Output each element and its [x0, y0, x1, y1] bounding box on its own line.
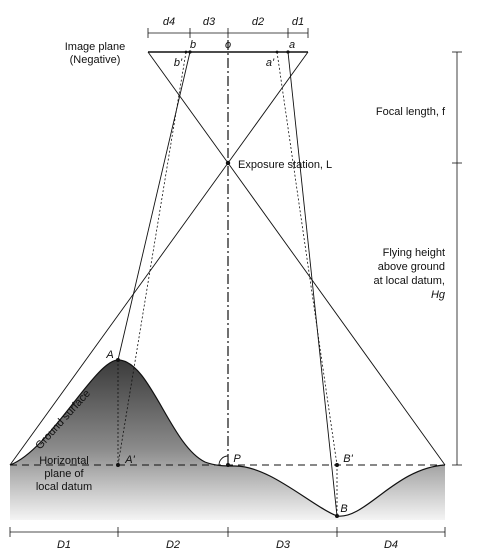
label-A-prime: A' — [124, 454, 135, 466]
label-o: o — [225, 39, 231, 51]
ray-aprime-to-bprime — [117, 51, 187, 466]
ray-right-ground — [227, 162, 446, 466]
label-B-prime: B' — [343, 453, 353, 465]
terrain-fill — [10, 360, 445, 520]
label-exposure-station: Exposure station, L — [238, 159, 332, 171]
label-A: A — [105, 349, 113, 361]
point-exposure-station — [225, 160, 231, 166]
label-d4: d4 — [163, 16, 175, 28]
label-d3: d3 — [203, 16, 216, 28]
label-D4: D4 — [384, 539, 398, 551]
right-angle-marker-p — [218, 455, 229, 466]
label-image-plane: Image plane — [65, 41, 126, 53]
label-a-prime: a' — [266, 57, 275, 69]
label-b-prime: b' — [174, 57, 183, 69]
ray-left-top — [147, 51, 229, 164]
label-flying-height-3: at local datum, — [373, 275, 445, 287]
label-b: b — [190, 39, 196, 51]
label-a: a — [289, 39, 295, 51]
ray-right-top — [227, 51, 309, 164]
label-horizontal-1: Horizontal — [39, 455, 89, 467]
label-d2: d2 — [252, 16, 264, 28]
label-horizontal-2: plane of — [44, 468, 84, 480]
ray-b-to-a — [287, 51, 338, 517]
point-B — [335, 514, 339, 518]
ray-a-to-b — [117, 51, 191, 361]
point-P — [226, 463, 230, 467]
label-horizontal-3: local datum — [36, 481, 92, 493]
point-b — [188, 50, 192, 54]
point-a — [286, 50, 290, 54]
label-d1: d1 — [292, 16, 304, 28]
point-A — [116, 358, 120, 362]
label-flying-height-1: Flying height — [383, 247, 445, 259]
label-D2: D2 — [166, 539, 180, 551]
point-B-prime — [335, 463, 339, 467]
point-a-prime — [275, 50, 279, 54]
label-negative: (Negative) — [70, 54, 121, 66]
point-b-prime — [184, 50, 188, 54]
label-D1: D1 — [57, 539, 71, 551]
label-flying-height-2: above ground — [378, 261, 445, 273]
label-D3: D3 — [276, 539, 291, 551]
ray-left-ground — [9, 162, 229, 466]
label-P: P — [233, 453, 241, 465]
ray-bprime-to-aprime — [276, 51, 338, 466]
label-focal-length: Focal length, f — [376, 106, 446, 118]
label-flying-height-4: Hg — [431, 289, 446, 301]
point-A-prime — [116, 463, 120, 467]
label-B: B — [340, 503, 347, 515]
